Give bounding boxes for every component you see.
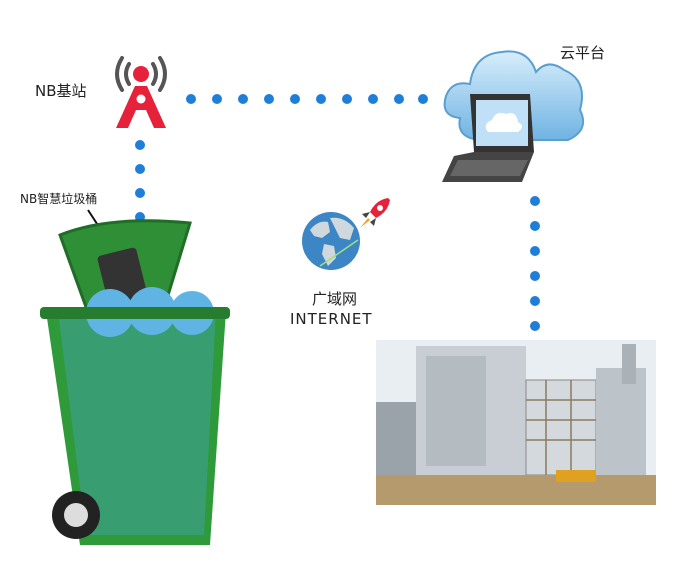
cell-tower-icon	[115, 56, 167, 128]
cloud-platform-label: 云平台	[560, 44, 606, 62]
wan-label-en: INTERNET	[290, 310, 373, 328]
globe-icon	[302, 212, 360, 270]
smart-trash-bin-image	[40, 219, 230, 545]
base-station-label: NB基站	[35, 82, 87, 100]
cloud-laptop-icon	[442, 50, 584, 182]
rocket-icon	[360, 198, 390, 228]
smart-bin-label: NB智慧垃圾桶	[20, 192, 98, 206]
processing-plant-image	[376, 340, 656, 505]
wan-label-cn: 广域网	[312, 290, 358, 308]
